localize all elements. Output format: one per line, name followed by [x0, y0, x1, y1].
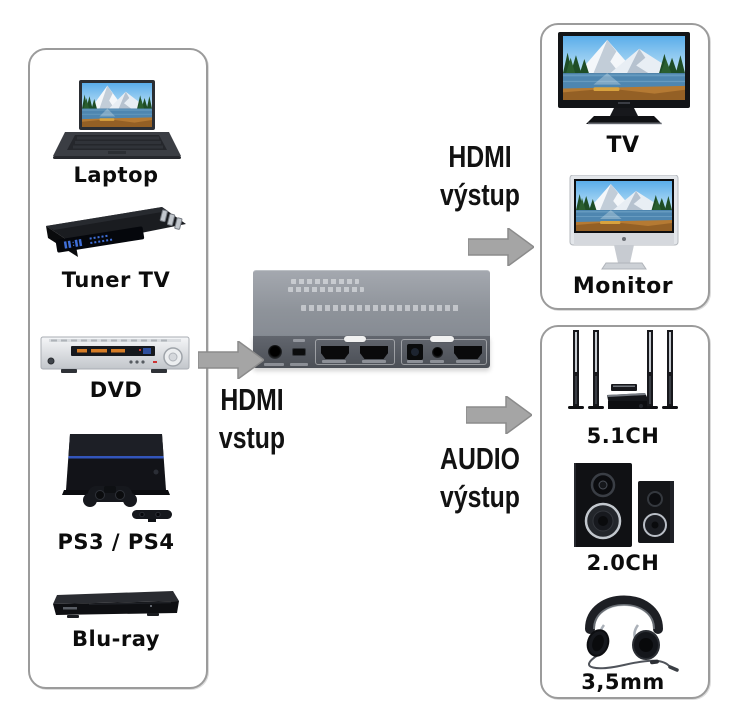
hdmi-input-label-line1: HDMI — [220, 382, 284, 417]
dc-power-jack — [268, 345, 282, 359]
tv-icon — [558, 32, 690, 134]
hdmi-input-1-port — [321, 346, 349, 359]
audio-output-label-line2: výstup — [440, 479, 520, 514]
set-top-box-icon — [40, 204, 190, 259]
usb-port — [292, 348, 306, 356]
audio-label-51ch: 5.1CH — [586, 424, 660, 448]
bluray-player-icon — [49, 589, 181, 619]
ps4-console-icon — [54, 434, 176, 526]
stereo-speakers-icon — [568, 459, 680, 551]
hdmi-output-port — [454, 346, 482, 359]
in-badge — [344, 336, 366, 342]
audio-label-20ch: 2.0CH — [586, 551, 660, 575]
hdmi-in-section — [315, 336, 395, 365]
surround-speakers-icon — [563, 328, 685, 420]
hdmi-switch-photo — [253, 270, 490, 368]
laptop-icon — [53, 80, 181, 164]
hdmi-input-2-port — [360, 346, 388, 359]
hdmi-input-label: HDMI vstup — [187, 381, 317, 457]
optical-spdif-port — [407, 344, 423, 360]
source-label-dvd: DVD — [89, 378, 143, 402]
hdmi-switch-top — [253, 270, 490, 337]
hdmi-input-label-line2: vstup — [218, 420, 286, 455]
audio-output-label-line1: AUDIO — [440, 441, 520, 476]
output-section — [401, 336, 487, 365]
source-label-laptop: Laptop — [73, 163, 159, 187]
hdmi-output-label-line1: HDMI — [448, 139, 512, 174]
audio-output-label: AUDIO výstup — [415, 440, 545, 516]
source-label-ps3-ps4: PS3 / PS4 — [57, 530, 175, 554]
out-badge — [430, 336, 454, 342]
hdmi-output-label: HDMI výstup — [415, 138, 545, 214]
output-label-monitor: Monitor — [572, 274, 674, 299]
source-label-tuner-tv: Tuner TV — [61, 268, 171, 292]
output-label-tv: TV — [606, 133, 640, 158]
source-label-bluray: Blu-ray — [72, 627, 160, 651]
aux-35mm-port — [432, 347, 443, 358]
monitor-icon — [568, 174, 680, 275]
hdmi-switch-front — [253, 336, 490, 368]
audio-label-35mm: 3,5mm — [581, 670, 665, 694]
input-right-arrow-icon — [198, 341, 264, 379]
audio-output-right-arrow-icon — [466, 396, 532, 434]
dvd-player-icon — [39, 331, 191, 377]
headphones-icon — [568, 577, 680, 673]
hdmi-output-right-arrow-icon — [468, 228, 534, 266]
hdmi-output-label-line2: výstup — [440, 177, 520, 212]
